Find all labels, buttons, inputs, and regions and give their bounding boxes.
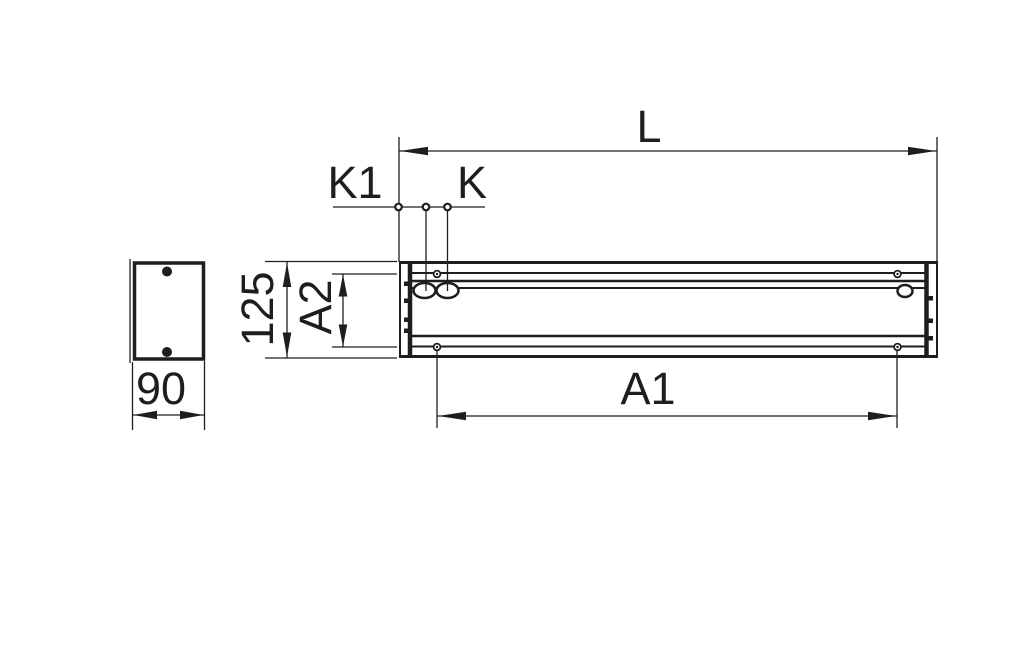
front-view: [399, 261, 938, 358]
mounting-hole-centers: [432, 269, 902, 352]
side-view-hole-bottom: [162, 347, 172, 357]
arrowhead-left-icon: [133, 410, 157, 420]
right-end-hole: [896, 283, 914, 299]
dimension-width-90: 90: [131, 361, 206, 430]
plate-mark: [928, 336, 933, 341]
plate-mark: [404, 298, 409, 303]
arrowhead-right-icon: [908, 146, 936, 156]
side-view-outline: [132, 261, 206, 361]
plate-mark: [404, 328, 409, 333]
arrowhead-down-icon: [282, 332, 292, 357]
dimension-125-label: 125: [232, 271, 283, 346]
dimension-K-label: K: [457, 157, 487, 208]
plate-mark: [404, 317, 409, 322]
reference-point-icon: [421, 202, 431, 212]
dimension-A2: A2: [290, 273, 397, 348]
plate-mark: [928, 296, 933, 301]
slot-hole-1: [412, 281, 437, 300]
arrowhead-up-icon: [282, 262, 292, 287]
mounting-hole-center: [896, 345, 899, 349]
mounting-hole-center: [435, 272, 439, 276]
dimension-A1: A1: [436, 350, 898, 428]
plate-mark: [928, 318, 933, 323]
mounting-hole-center: [896, 272, 899, 276]
side-view: [129, 259, 206, 363]
plate-mark: [404, 281, 409, 286]
dimension-L-label: L: [636, 101, 661, 152]
reference-point-icon: [443, 202, 452, 212]
side-view-hole-top: [162, 266, 172, 277]
arrowhead-down-icon: [338, 324, 348, 347]
mounting-hole-center: [435, 345, 439, 349]
arrowhead-right-icon: [868, 411, 896, 421]
dimension-A2-label: A2: [290, 279, 341, 334]
arrowhead-left-icon: [438, 411, 466, 421]
arrowhead-left-icon: [400, 146, 428, 156]
arrowhead-right-icon: [180, 410, 204, 420]
reference-point-icon: [394, 202, 403, 212]
dimension-hole-pitch-K: K1 K: [327, 157, 487, 291]
dimension-height-125: 125: [232, 260, 397, 359]
dimension-A1-label: A1: [620, 363, 675, 414]
dimension-90-label: 90: [136, 363, 186, 414]
dimension-K1-label: K1: [327, 157, 382, 208]
dimension-length-L: L: [398, 101, 938, 262]
arrowhead-up-icon: [338, 274, 348, 297]
